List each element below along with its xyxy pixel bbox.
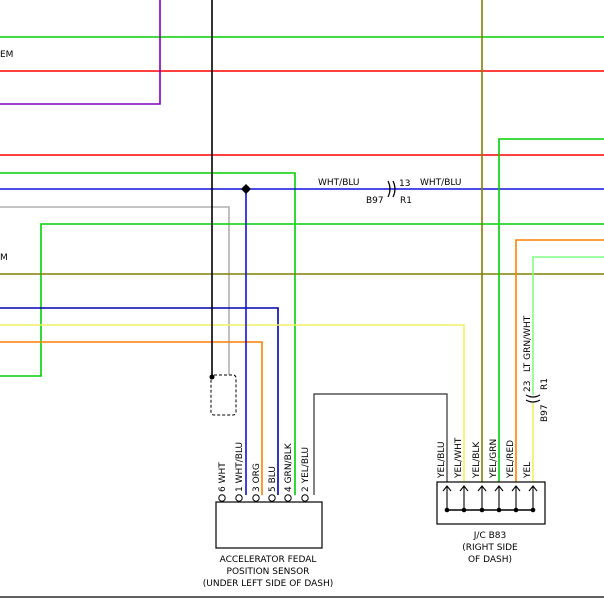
jc-wire-label-4: YEL/RED — [506, 440, 516, 479]
wire-orange-to-sensor — [0, 341, 263, 495]
sensor-pin-label-4: 4 GRN/BLK — [284, 442, 294, 492]
sensor-pin-label-6: 6 WHT — [218, 462, 228, 492]
sensor-pin-6 — [218, 494, 226, 502]
sensor-pin-label-2: 2 YEL/BLU — [301, 447, 311, 492]
jc-pin-dot — [513, 507, 519, 513]
splice-marker — [241, 184, 251, 194]
jc-pin-dot — [496, 507, 502, 513]
jc-terminal-label: R1 — [540, 378, 550, 390]
sensor-pin-label-3: 3 ORG — [252, 463, 262, 492]
jc-pin-dot — [461, 507, 467, 513]
connector-13-symbol — [387, 180, 396, 198]
wire-lightgreen-jc — [532, 256, 604, 395]
shield-drain-dot — [209, 374, 215, 380]
splice-wire-left: WHT/BLU — [318, 178, 360, 188]
jc-name-line2: (RIGHT SIDE — [462, 543, 518, 553]
wire-blue-to-sensor — [0, 307, 279, 495]
sensor-pin-label-1: 1 WHT/BLU — [235, 442, 245, 492]
jc-pin-dot — [530, 507, 536, 513]
jc-wire-label-3: YEL/GRN — [489, 439, 499, 479]
jc-pin-arrow — [511, 485, 521, 492]
sensor-pin-3 — [252, 494, 260, 502]
junction-connector-b83: YEL/BLU YEL/WHT YEL/BLK YEL/GRN YEL/RED YEL J… — [436, 437, 546, 565]
sensor-name-line3: (UNDER LEFT SIDE OF DASH) — [203, 579, 334, 589]
jc-connector-label: B97 — [540, 404, 550, 422]
wire-dark-link — [313, 393, 448, 495]
jc-pin-label: 23 — [523, 381, 533, 392]
splice-terminal: R1 — [400, 196, 412, 206]
jc-name-line3: OF DASH) — [468, 555, 512, 565]
jc-wire-label-2: YEL/BLK — [472, 441, 482, 479]
splice-connector: B97 — [366, 196, 384, 206]
sensor-body — [215, 501, 323, 549]
wires-layer — [0, 0, 604, 495]
wire-green-jc — [498, 138, 604, 487]
jc-wire-label: LT GRN/WHT — [523, 315, 533, 372]
jc-pin-dot — [444, 507, 450, 513]
jc-pin-arrow — [494, 485, 504, 492]
jc-name-line1: J/C B83 — [473, 531, 506, 541]
wire-gray — [0, 206, 230, 375]
wire-purple — [0, 0, 161, 105]
sensor-pin-label-5: 5 BLU — [268, 466, 278, 492]
wire-yellow-to-jc — [0, 324, 465, 487]
splice-pin: 13 — [399, 179, 410, 189]
jc-wire-label-5: YEL — [523, 462, 533, 479]
accelerator-pedal-sensor: 6 WHT 1 WHT/BLU 3 ORG 5 BLU 4 GRN/BLK 2 YEL/B… — [203, 442, 334, 589]
jc-wire-label-1: YEL/WHT — [454, 437, 464, 479]
jc-pin-arrow — [528, 485, 538, 492]
wire-orange-jc — [515, 239, 604, 487]
connector-23-symbol — [525, 394, 541, 403]
sensor-name-line1: ACCELERATOR FEDAL — [220, 555, 317, 565]
jc-wire-label-0: YEL/BLU — [437, 441, 447, 479]
splice-wire-right: WHT/BLU — [420, 178, 462, 188]
jc-pin-arrow — [477, 485, 487, 492]
jc-pin-dot — [479, 507, 485, 513]
jc-pin-arrow — [442, 485, 452, 492]
sensor-pin-4 — [284, 494, 292, 502]
sensor-name-line2: POSITION SENSOR — [227, 567, 310, 577]
fragment-middle: M — [0, 253, 8, 263]
sensor-pin-5 — [268, 494, 276, 502]
jc-pin-arrow — [459, 485, 469, 492]
fragment-top: EM — [0, 50, 13, 60]
sensor-pin-1 — [235, 494, 243, 502]
wire-green-loop — [0, 223, 604, 377]
jc-body — [436, 481, 546, 525]
sensor-pin-2 — [301, 494, 309, 502]
shield-marker — [210, 374, 237, 416]
wire-green-to-sensor — [0, 172, 296, 495]
